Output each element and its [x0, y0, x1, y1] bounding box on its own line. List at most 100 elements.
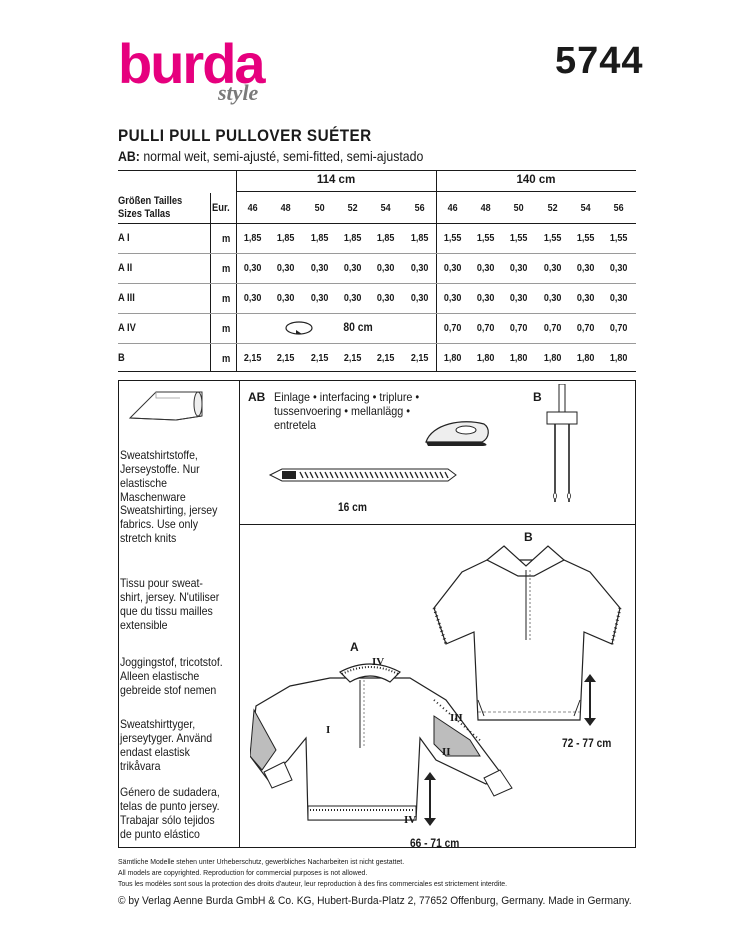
size-header: 52 — [347, 203, 358, 214]
table-cell: 1,80 — [476, 353, 495, 364]
table-cell: 0,30 — [310, 263, 328, 274]
footer-publisher: © by Verlag Aenne Burda GmbH & Co. KG, H… — [118, 895, 632, 907]
table-cell: 1,55 — [476, 233, 495, 244]
table-rule-sizes — [236, 171, 237, 371]
table-cell: 2,15 — [377, 353, 395, 364]
table-cell: 1,55 — [576, 233, 595, 244]
size-header: 50 — [514, 203, 525, 214]
fabric-description: Sweatshirttyger, jerseytyger. Använd end… — [120, 717, 213, 773]
table-cell: 0,30 — [443, 293, 462, 304]
row-unit: m — [222, 293, 231, 305]
table-cell: 0,30 — [410, 263, 428, 274]
view-b-length: 72 - 77 cm — [562, 736, 612, 750]
table-cell: 0,70 — [510, 323, 528, 334]
info-box-divider — [239, 381, 240, 847]
fabric-description: Joggingstof, tricotstof. Alleen elastisc… — [120, 655, 223, 697]
fit-code: AB: — [118, 148, 140, 164]
table-cell: 0,30 — [243, 263, 262, 274]
table-cell: 1,80 — [543, 353, 562, 364]
width-114-heading: 114 cm — [316, 174, 356, 186]
table-cell: 1,85 — [310, 233, 328, 244]
length-arrow-b — [584, 674, 596, 726]
table-cell: 2,15 — [410, 353, 428, 364]
table-cell: 1,85 — [277, 233, 295, 244]
size-header: 48 — [480, 203, 491, 214]
zipper-icon — [268, 468, 457, 482]
table-cell: 1,85 — [377, 233, 395, 244]
table-cell: 0,30 — [476, 293, 495, 304]
table-cell: 0,70 — [543, 323, 562, 334]
size-header: 48 — [280, 203, 291, 214]
fit-description: AB: normal weit, semi-ajusté, semi-fitte… — [118, 148, 423, 164]
size-header: 46 — [247, 203, 258, 214]
table-rule-eur — [210, 193, 211, 371]
pattern-number: 5744 — [555, 40, 644, 82]
table-cell: 0,30 — [543, 293, 562, 304]
twin-needle-icon — [546, 384, 578, 502]
brand-logo: burda — [118, 32, 266, 95]
table-cell: 0,30 — [610, 293, 628, 304]
notions-ab-tag: AB — [248, 390, 266, 404]
garment-title: PULLI PULL PULLOVER SUÉTER — [118, 126, 372, 145]
table-cell: 0,70 — [610, 323, 628, 334]
roman-iii: III — [450, 712, 463, 724]
row-unit: m — [222, 233, 231, 245]
table-cell: 1,80 — [610, 353, 628, 364]
table-cell: 1,55 — [510, 233, 528, 244]
table-cell: 1,85 — [343, 233, 362, 244]
size-header: 54 — [380, 203, 391, 214]
table-rule-header — [118, 223, 636, 224]
table-cell: 2,15 — [310, 353, 328, 364]
iron-icon — [425, 421, 489, 446]
size-header: 46 — [447, 203, 458, 214]
table-cell: 0,30 — [377, 263, 395, 274]
view-a-length: 66 - 71 cm — [410, 836, 460, 850]
zipper-length: 16 cm — [338, 500, 367, 514]
view-b-illustration — [432, 545, 622, 721]
row-unit: m — [222, 323, 231, 335]
table-row-rule — [118, 343, 636, 344]
table-cell: 0,30 — [277, 263, 295, 274]
brand-logo-sub: style — [218, 80, 259, 105]
table-cell: 0,30 — [310, 293, 328, 304]
interfacing-text: Einlage • interfacing • triplure • tusse… — [274, 390, 420, 432]
table-cell: 1,80 — [576, 353, 595, 364]
table-cell: 0,30 — [243, 293, 262, 304]
row-label: A III — [118, 292, 135, 304]
notions-divider — [239, 524, 635, 525]
size-header: 56 — [414, 203, 425, 214]
table-rule-width-head — [236, 191, 636, 192]
row-label: A IV — [118, 322, 136, 334]
eur-heading: Eur. — [212, 202, 230, 214]
table-row-rule — [118, 253, 636, 254]
table-cell: 1,85 — [243, 233, 262, 244]
table-cell: 0,30 — [576, 263, 595, 274]
table-cell: 0,30 — [543, 263, 562, 274]
row-unit: m — [222, 263, 231, 275]
sizes-heading-line2: Sizes Tallas — [118, 208, 171, 220]
view-a-label: A — [350, 640, 359, 654]
table-cell: 0,30 — [343, 263, 362, 274]
fabric-description: Sweatshirtstoffe, Jerseystoffe. Nur elas… — [120, 448, 200, 504]
table-cell: 0,70 — [576, 323, 595, 334]
view-b-label: B — [524, 530, 533, 544]
size-header: 50 — [314, 203, 325, 214]
footer-copyright-en: All models are copyrighted. Reproduction… — [118, 868, 368, 877]
notions-b-tag: B — [533, 390, 542, 404]
table-cell: 1,55 — [443, 233, 462, 244]
size-header: 56 — [613, 203, 624, 214]
table-row-rule — [118, 283, 636, 284]
row-label: A I — [118, 232, 130, 244]
view-a-illustration — [250, 663, 513, 821]
table-cell: 0,30 — [510, 263, 528, 274]
roman-i: I — [326, 724, 331, 736]
table-cell: 1,80 — [443, 353, 462, 364]
size-header: 52 — [547, 203, 558, 214]
table-cell: 0,30 — [476, 263, 495, 274]
row-unit: m — [222, 353, 231, 365]
fold-icon — [285, 321, 313, 335]
table-row-rule — [118, 313, 636, 314]
width-140-heading: 140 cm — [516, 174, 556, 186]
table-cell: 2,15 — [343, 353, 362, 364]
